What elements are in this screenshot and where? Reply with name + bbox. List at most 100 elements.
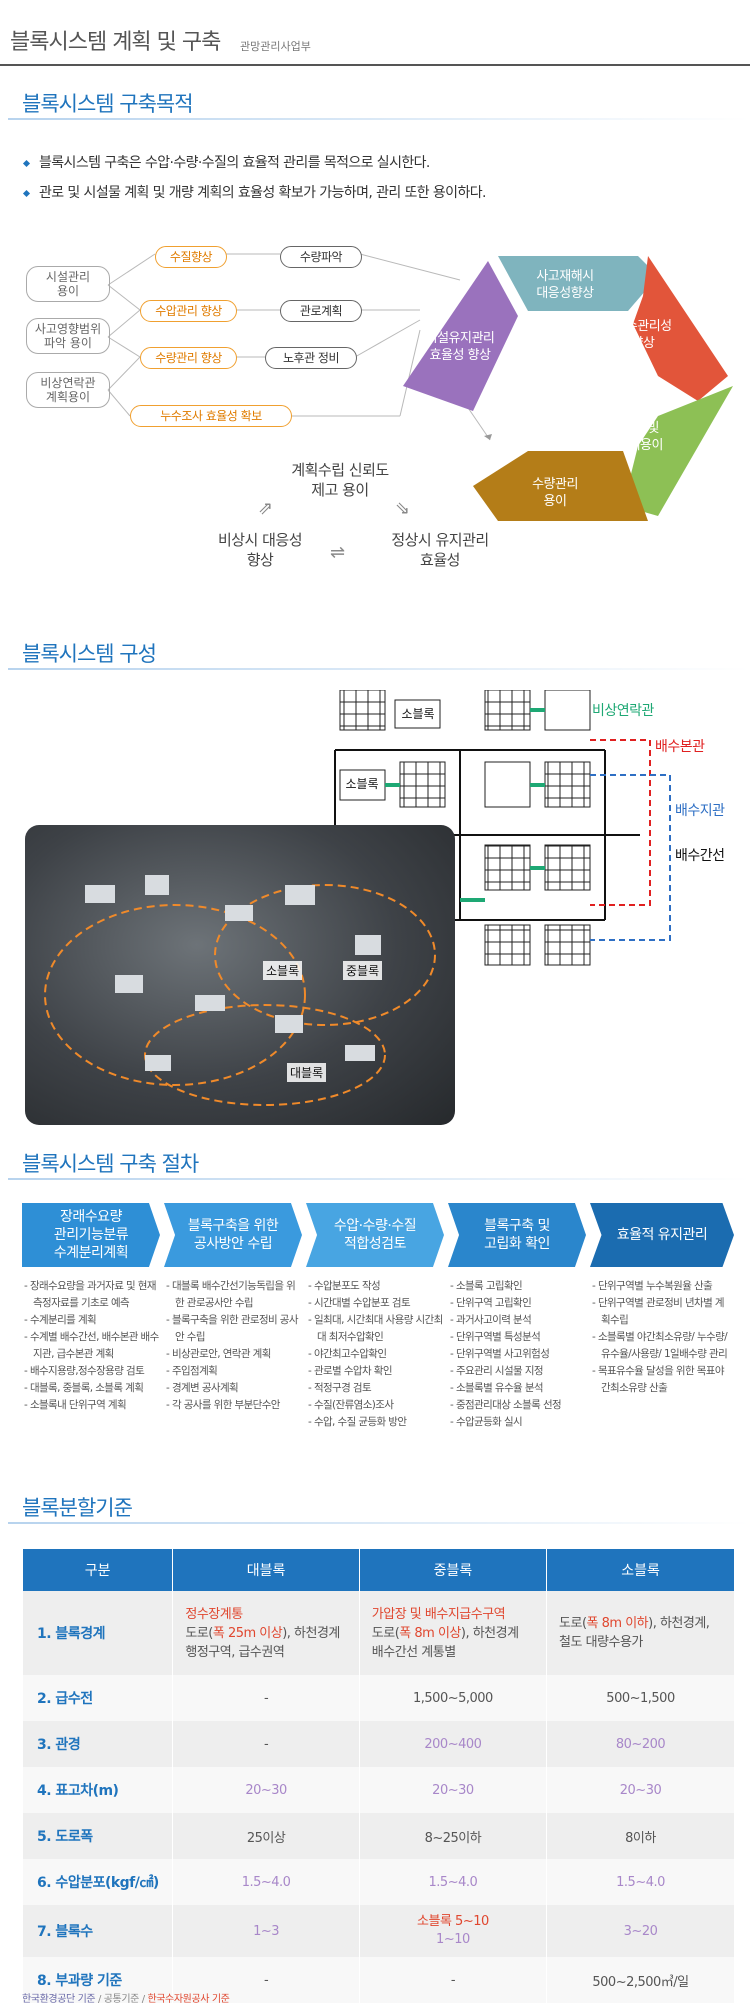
list-item: - 단위구역 고립확인	[450, 1297, 532, 1309]
row-header: 4. 표고차(m)	[21, 1767, 173, 1813]
table-cell: 도로(폭 8m 이하), 하천경계, 철도 대량수용가	[546, 1591, 734, 1675]
hex-seg-facility	[403, 261, 518, 411]
list-item: - 야간최고수압확인	[308, 1348, 387, 1360]
list-item: - 대블록, 중블록, 소블록 계획	[24, 1382, 144, 1394]
col-header: 소블록	[546, 1549, 734, 1591]
table-cell: -	[358, 1957, 547, 2003]
bullet-icon	[22, 189, 31, 197]
list-item: - 주입점계획	[166, 1365, 218, 1377]
legend-trunk-pipe: 배수간선	[675, 848, 725, 864]
footer-item: 공통기준	[103, 1994, 140, 2005]
table-row: 1. 블록경계 정수장계통 도로(폭 25m 이상), 하천경계 행정구역, 급…	[21, 1591, 734, 1675]
legend-emergency-pipe: 비상연락관	[592, 703, 654, 719]
page-header: 블록시스템 계획 및 구축 관망관리사업부	[0, 0, 750, 66]
table-cell: 20~30	[358, 1767, 547, 1813]
list-item: - 각 공사를 위한 부분단수안	[166, 1399, 280, 1411]
purpose-heading: 블록시스템 구축목적	[22, 92, 194, 116]
list-item: - 장래수요량을 과거자료 및 현재측정자료를 기초로 예측	[24, 1280, 157, 1309]
list-item: - 주요관리 시설물 지정	[450, 1365, 544, 1377]
photo-label-medium-block: 중블록	[343, 961, 383, 980]
step-1: 장래수요량 관리기능분류 수계분리계획	[22, 1203, 160, 1267]
table-cell: 1.5~4.0	[172, 1859, 360, 1905]
col-header: 중블록	[358, 1549, 547, 1591]
legend-branch-pipe: 배수지관	[675, 803, 725, 819]
purpose-bullet-2: 관로 및 시설물 계획 및 개량 계획의 효율성 확보가 가능하며, 관리 또한…	[22, 182, 486, 202]
table-row: 5. 도로폭 25이상 8~25이하 8이하	[21, 1813, 734, 1859]
row-header: 7. 블록수	[21, 1905, 173, 1957]
table-cell: 정수장계통 도로(폭 25m 이상), 하천경계 행정구역, 급수권역	[172, 1591, 360, 1675]
list-item: - 경계변 공사계획	[166, 1382, 239, 1394]
procedure-section: 블록시스템 구축 절차	[0, 1140, 750, 1180]
step-2-items: - 대블록 배수간선기능독립을 위한 관로공사안 수립 - 블록구축을 위한 관…	[166, 1278, 302, 1414]
table-cell: 500~1,500	[546, 1675, 734, 1721]
left-box-accident: 사고영향범위 파악 용이	[26, 318, 110, 354]
hex-label-volume: 수량관리 용이	[532, 477, 578, 509]
table-cell: 20~30	[546, 1767, 734, 1813]
table-footer-legend: 한국환경공단 기준 / 공통기준 / 한국수자원공사 기준	[22, 1994, 230, 2005]
list-item: - 목표유수율 달성을 위한 목표야간최소유량 산출	[592, 1365, 725, 1394]
row-header: 1. 블록경계	[21, 1591, 173, 1675]
row-header: 6. 수압분포(kgf/㎠)	[21, 1859, 173, 1905]
cycle-plan-reliability: 계획수립 신뢰도 제고 용이	[291, 461, 389, 499]
list-item: - 시간대별 수압분포 검토	[308, 1297, 411, 1309]
table-row: 4. 표고차(m) 20~30 20~30 20~30	[21, 1767, 734, 1813]
legend-main-pipe: 배수본관	[655, 739, 705, 755]
hex-seg-plan	[623, 386, 733, 516]
heading-underline	[8, 1522, 750, 1524]
list-item: - 소블록 고립확인	[450, 1280, 523, 1292]
list-item: - 단위구역별 관로정비 년차별 계획수립	[592, 1297, 725, 1326]
heading-underline	[8, 668, 750, 670]
row-header: 2. 급수전	[21, 1675, 173, 1721]
list-item: - 단위구역별 사고위험성	[450, 1348, 550, 1360]
footer-item: 한국수자원공사 기준	[147, 1994, 230, 2005]
list-item: - 소블록별 유수율 분석	[450, 1382, 544, 1394]
step-1-items: - 장래수요량을 과거자료 및 현재측정자료를 기초로 예측 - 수계분리를 계…	[24, 1278, 160, 1414]
list-item: - 수계별 배수간선, 배수본관 배수지관, 급수본관 계획	[24, 1331, 159, 1360]
list-item: - 단위구역별 특성분석	[450, 1331, 541, 1343]
purpose-bullet-1: 블록시스템 구축은 수압·수량·수질의 효율적 관리를 목적으로 실시한다.	[22, 152, 430, 172]
step-4: 블록구축 및 고립화 확인	[448, 1203, 586, 1267]
list-item: - 적정구경 검토	[308, 1382, 372, 1394]
hex-label-accident: 사고재해시 대응성향상	[536, 269, 594, 301]
box-volume-mgmt: 수량관리 향상	[140, 347, 237, 369]
table-row: 3. 관경 - 200~400 80~200	[21, 1721, 734, 1767]
table-row: 6. 수압분포(kgf/㎠) 1.5~4.0 1.5~4.0 1.5~4.0	[21, 1859, 734, 1905]
table-cell: 1,500~5,000	[358, 1675, 547, 1721]
list-item: - 관로별 수압차 확인	[308, 1365, 393, 1377]
table-cell: 500~2,500㎥/일	[546, 1957, 734, 2003]
list-item: - 일최대, 시간최대 사용량 시간최대 최저수압확인	[308, 1314, 443, 1343]
list-item: - 과거사고이력 분석	[450, 1314, 532, 1326]
cycle-emergency-response: 비상시 대응성 향상	[217, 531, 303, 569]
table-cell: -	[172, 1721, 360, 1767]
col-header: 구분	[21, 1549, 173, 1591]
table-cell: 20~30	[172, 1767, 360, 1813]
table-cell: 1.5~4.0	[546, 1859, 734, 1905]
photo-label-large-block: 대블록	[287, 1063, 327, 1082]
purpose-section: 블록시스템 구축목적 블록시스템 구축은 수압·수량·수질의 효율적 관리를 목…	[0, 78, 750, 598]
box-pressure-mgmt: 수압관리 향상	[140, 300, 237, 322]
cycle-normal-maintenance: 정상시 유지관리 효율성	[391, 531, 489, 569]
list-item: - 배수지용량,정수장용량 검토	[24, 1365, 145, 1377]
hex-label-plan: 계획 및 설계용이	[617, 421, 663, 453]
step-5-items: - 단위구역별 누수복원율 산출 - 단위구역별 관로정비 년차별 계획수립 -…	[592, 1278, 728, 1397]
list-item: - 수압균등화 실시	[450, 1416, 523, 1428]
block-system-illustration: 소블록 중블록 대블록	[25, 825, 455, 1125]
small-block-label: 소블록	[398, 705, 438, 722]
table-cell: 200~400	[358, 1721, 547, 1767]
composition-heading: 블록시스템 구성	[22, 642, 157, 666]
table-cell: 가압장 및 배수지급수구역 도로(폭 8m 이상), 하천경계 배수간선 계통별	[358, 1591, 547, 1675]
table-cell: 1~3	[172, 1905, 360, 1957]
box-leak-survey: 누수조사 효율성 확보	[130, 405, 292, 427]
row-header: 5. 도로폭	[21, 1813, 173, 1859]
table-cell: 1.5~4.0	[358, 1859, 547, 1905]
list-item: - 블록구축을 위한 관로정비 공사안 수립	[166, 1314, 299, 1343]
hex-seg-accident	[498, 256, 658, 311]
list-item: - 비상관로안, 연락관 계획	[166, 1348, 271, 1360]
procedure-heading: 블록시스템 구축 절차	[22, 1152, 199, 1176]
step-5: 효율적 유지관리	[590, 1203, 734, 1267]
cycle-arrow-icon: ⇗	[258, 498, 274, 519]
step-2: 블록구축을 위한 공사방안 수립	[164, 1203, 302, 1267]
